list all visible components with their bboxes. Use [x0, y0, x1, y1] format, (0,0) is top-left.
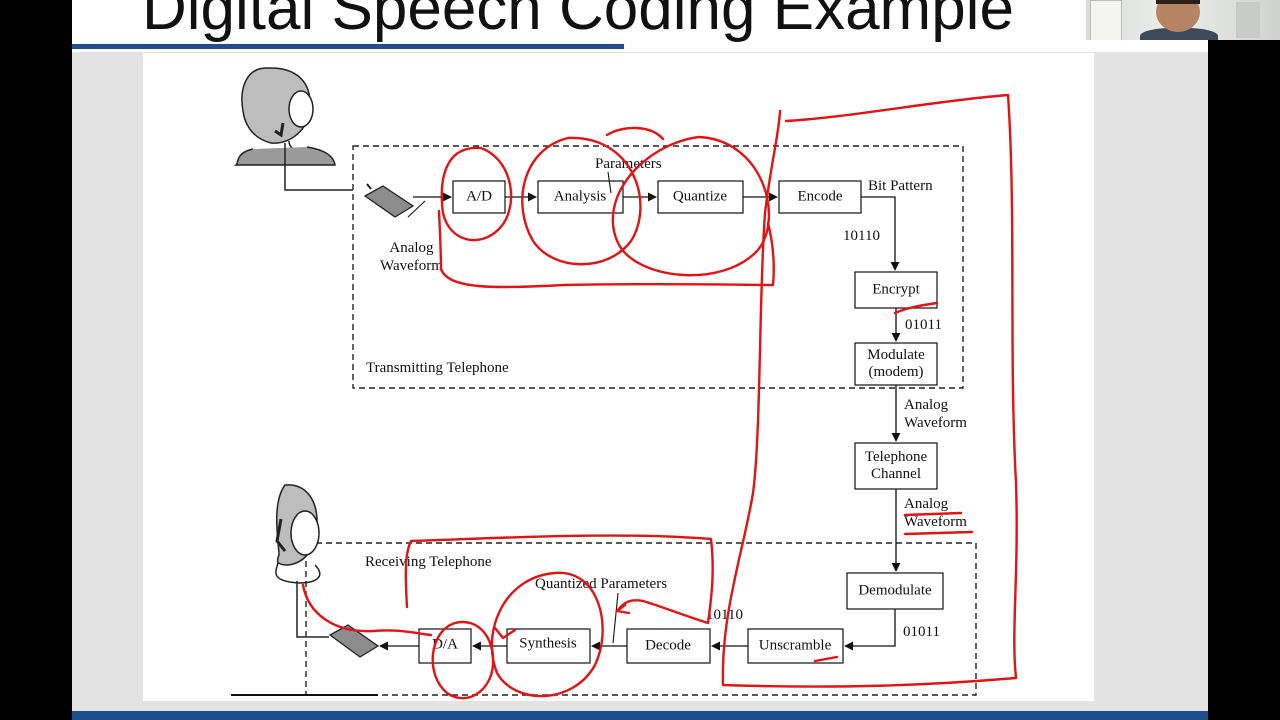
- presenter-hair: [1156, 0, 1200, 4]
- modulate-line2: (modem): [868, 364, 924, 380]
- analog-waveform-input-line1: Analog: [389, 240, 434, 256]
- analysis-box: Analysis: [553, 188, 607, 205]
- woman-listener-illustration: [275, 484, 329, 638]
- quantize-box: Quantize: [672, 188, 728, 205]
- receive-handset-icon: [328, 624, 380, 658]
- receiving-telephone-label: Receiving Telephone: [365, 554, 492, 570]
- quantized-parameters-label: Quantized Parameters: [535, 576, 668, 592]
- bit-pattern-label: Bit Pattern: [868, 178, 933, 194]
- analog-waveform-channel-line2: Waveform: [904, 514, 967, 530]
- slide-bottom-bar: [72, 711, 1208, 720]
- webcam-wall-poster: [1090, 0, 1122, 40]
- unscramble-box: Unscramble: [758, 637, 832, 654]
- analog-waveform-modem-line1: Analog: [904, 397, 949, 413]
- telephone-channel-line1: Telephone: [864, 448, 928, 465]
- woman-speaker-illustration: [233, 67, 353, 191]
- analog-waveform-modem-line2: Waveform: [904, 415, 967, 431]
- analog-waveform-leader: [407, 200, 426, 218]
- decode-box-shape: [626, 628, 711, 664]
- synthesis-box: Synthesis: [519, 635, 577, 652]
- decode-box: Decode: [645, 637, 691, 654]
- analog-waveform-label-input: Analog Waveform: [380, 239, 443, 275]
- da-box: D/A: [432, 636, 458, 653]
- demodulate-box: Demodulate: [858, 582, 932, 599]
- analog-waveform-label-channel: Analog Waveform: [904, 495, 967, 531]
- quantized-parameters-leader: [612, 592, 619, 644]
- presenter-face: [1156, 0, 1200, 32]
- right-letterbox: [1208, 40, 1280, 720]
- encode-box: Encode: [797, 188, 843, 205]
- webcam-overlay: [1086, 0, 1280, 40]
- analog-waveform-label-modem: Analog Waveform: [904, 396, 967, 432]
- slide-title: Digital Speech Coding Example: [142, 0, 1014, 43]
- parameters-label: Parameters: [595, 156, 662, 172]
- encrypt-box: Encrypt: [872, 281, 920, 298]
- transmit-handset-icon: [363, 183, 415, 218]
- analog-waveform-channel-line1: Analog: [904, 496, 949, 512]
- diagram-lines: [231, 67, 977, 696]
- modulate-line1: Modulate: [867, 346, 925, 363]
- telephone-channel-box: Telephone Channel: [865, 449, 927, 484]
- speech-coding-diagram: A/D Analysis Quantize Encode Encrypt Mod…: [143, 53, 1094, 701]
- received-bits-label: 01011: [903, 624, 940, 640]
- presenter-shoulders: [1140, 28, 1218, 40]
- webcam-wall-sign: [1236, 2, 1260, 38]
- ad-box: A/D: [466, 188, 492, 205]
- left-letterbox: [0, 0, 72, 720]
- modulate-box: Modulate (modem): [867, 347, 925, 382]
- encoded-bits-label: 10110: [843, 228, 880, 244]
- decoded-bits-label: 10110: [706, 607, 743, 623]
- telephone-channel-line2: Channel: [870, 466, 921, 482]
- encrypted-bits-label: 01011: [905, 317, 942, 333]
- analog-waveform-input-line2: Waveform: [380, 258, 443, 274]
- transmitting-telephone-label: Transmitting Telephone: [366, 360, 509, 376]
- title-underline: [72, 44, 624, 49]
